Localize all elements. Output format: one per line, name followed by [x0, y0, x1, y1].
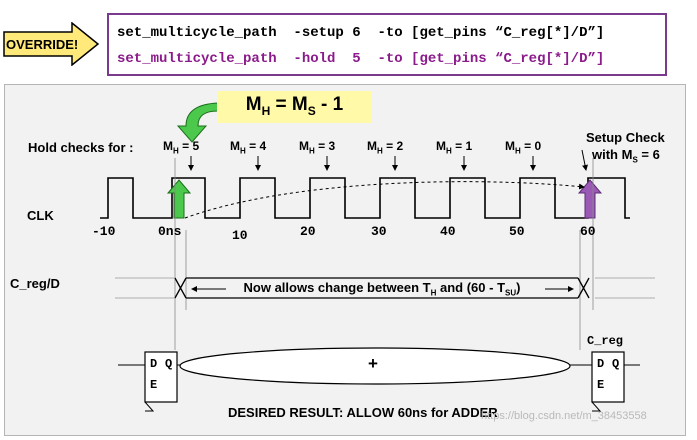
ff2-d-pin: D	[597, 357, 605, 371]
formula-highlight	[217, 91, 372, 123]
clk-signal-label: CLK	[27, 208, 54, 223]
creg-d-signal-label: C_reg/D	[10, 276, 60, 291]
time-tick: 60	[580, 224, 596, 239]
setup-check-label: Setup Check	[586, 130, 665, 145]
hold-marker-arrows	[188, 149, 588, 171]
ff1-e-pin: E	[150, 378, 158, 392]
clk-waveform	[100, 177, 630, 219]
hold-edge-arrow	[166, 179, 192, 219]
setup-command: set_multicycle_path -setup 6 -to [get_pi…	[117, 25, 605, 41]
ff1-d-pin: D	[150, 357, 158, 371]
creg-d-waveform	[115, 277, 655, 299]
hold-marker-1: MH = 1	[436, 139, 473, 156]
ff1-q-pin: Q	[165, 357, 173, 371]
hold-command: set_multicycle_path -hold 5 -to [get_pin…	[117, 51, 605, 67]
mh-ms-formula: MH = MS - 1	[245, 94, 344, 118]
hold-marker-3: MH = 3	[299, 139, 336, 156]
setup-edge-arrow	[577, 179, 603, 219]
hold-checks-label: Hold checks for :	[28, 140, 134, 155]
time-tick: 30	[371, 224, 387, 239]
ff2-q-pin: Q	[612, 357, 620, 371]
creg-label: C_reg	[587, 334, 624, 348]
hold-marker-2: MH = 2	[367, 139, 404, 156]
desired-result-text: DESIRED RESULT: ALLOW 60ns for ADDER	[228, 405, 498, 420]
formula-pointer-arrow	[176, 102, 219, 143]
time-tick: 40	[440, 224, 456, 239]
override-arrow-icon	[3, 22, 100, 66]
setup-check-ms: with MS = 6	[592, 147, 660, 165]
time-tick: 10	[232, 228, 248, 243]
ff2-clock-notch	[591, 401, 602, 412]
time-tick: 20	[300, 224, 316, 239]
adder-ellipse	[179, 347, 571, 385]
time-tick: -10	[92, 224, 116, 239]
ff2-e-pin: E	[597, 378, 605, 392]
command-box: set_multicycle_path -setup 6 -to [get_pi…	[107, 13, 667, 76]
change-window-text: Now allows change between TH and (60 - T…	[243, 280, 521, 298]
hold-marker-0: MH = 0	[505, 139, 542, 156]
hold-marker-5: MH = 5	[163, 139, 200, 156]
time-tick: 50	[509, 224, 525, 239]
capture-flipflop	[591, 351, 625, 403]
launch-capture-dashed-path	[184, 181, 585, 219]
watermark: https://blog.csdn.net/m_38453558	[481, 410, 647, 422]
ff1-clock-notch	[144, 401, 155, 412]
launch-flipflop	[144, 351, 178, 403]
time-tick: 0ns	[158, 224, 182, 239]
override-label: OVERRIDE!	[6, 37, 79, 52]
adder-symbol: +	[368, 354, 378, 373]
hold-marker-4: MH = 4	[230, 139, 267, 156]
